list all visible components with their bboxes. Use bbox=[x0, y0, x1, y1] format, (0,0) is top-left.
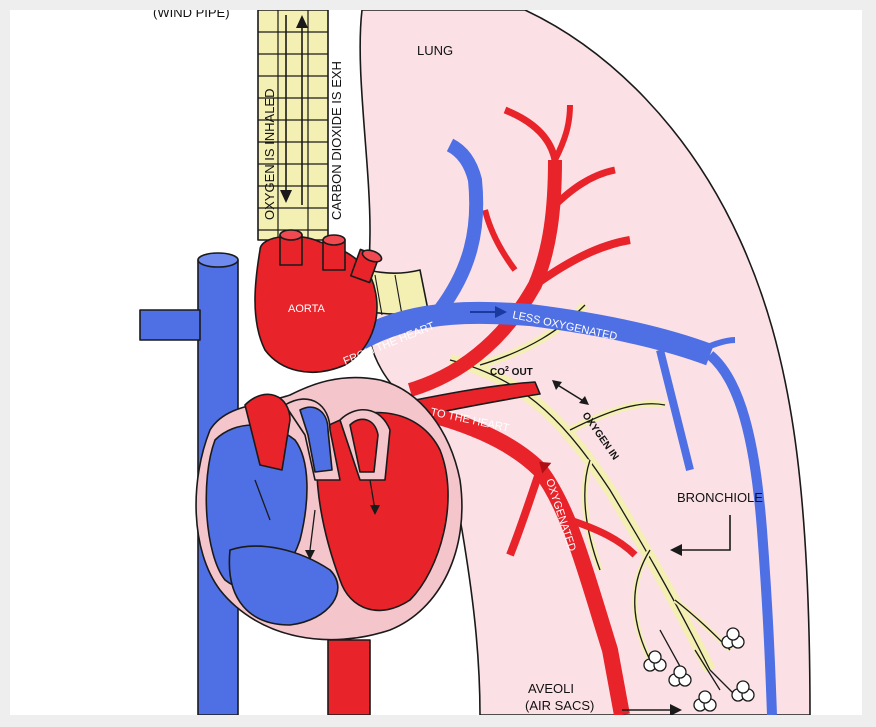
bronchiole-label: BRONCHIOLE bbox=[677, 490, 763, 505]
heart-lung-diagram: (WIND PIPE) OXYGEN IS INHALED CARBON DIO… bbox=[139, 10, 811, 715]
pulmonary-artery-blue bbox=[322, 138, 777, 715]
diagram-frame: (WIND PIPE) OXYGEN IS INHALED CARBON DIO… bbox=[10, 10, 862, 715]
aveoli-label: AVEOLI bbox=[528, 681, 574, 696]
aorta-label: AORTA bbox=[288, 303, 326, 315]
co2-out-label: CO2 OUT bbox=[490, 366, 533, 378]
co2-exhaled-label: CARBON DIOXIDE IS EXH bbox=[329, 61, 344, 220]
windpipe-label: (WIND PIPE) bbox=[153, 10, 230, 20]
alveoli-clusters bbox=[643, 627, 755, 712]
co2-oxygen-arrow bbox=[552, 380, 589, 405]
trachea bbox=[257, 10, 329, 241]
aorta bbox=[254, 229, 383, 715]
oxygen-inhaled-label: OXYGEN IS INHALED bbox=[262, 89, 277, 220]
air-sacs-label: (AIR SACS) bbox=[525, 698, 594, 713]
lung-label: LUNG bbox=[417, 43, 453, 58]
aveoli-pointer bbox=[622, 704, 682, 715]
flow-arrows bbox=[470, 306, 507, 318]
bronchiole-pointer bbox=[670, 515, 731, 556]
red-flow-arrows bbox=[539, 461, 552, 474]
pulmonary-vein-red bbox=[389, 104, 638, 715]
heart bbox=[195, 376, 463, 641]
lung-shape bbox=[359, 10, 811, 715]
